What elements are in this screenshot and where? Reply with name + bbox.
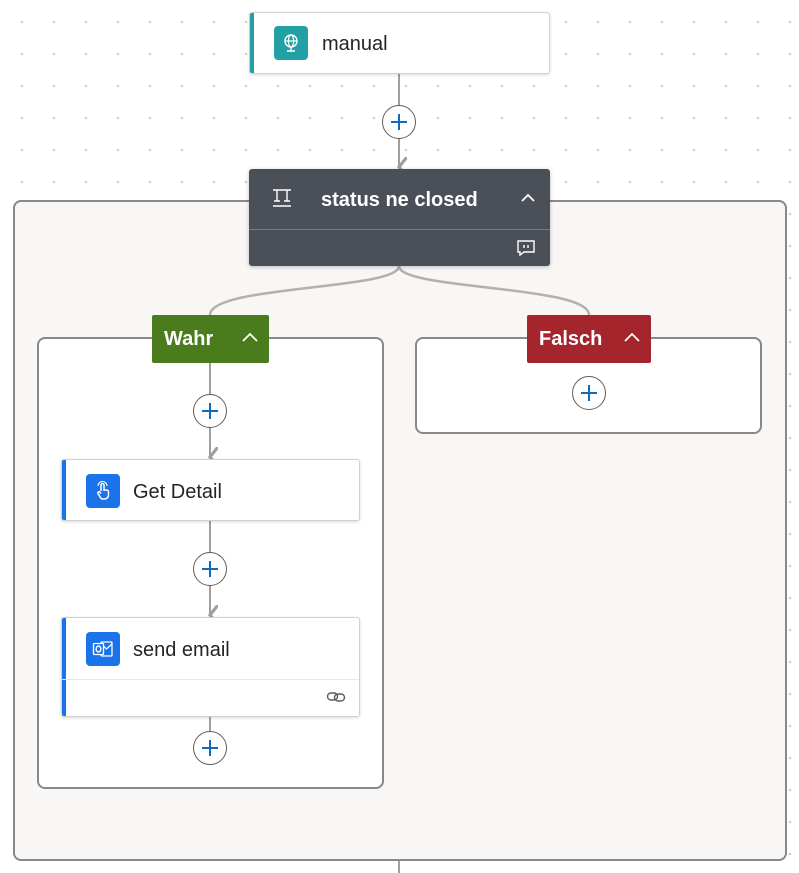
branch-true-label: Wahr	[164, 327, 214, 350]
action-card-send-email[interactable]: send email	[61, 617, 360, 717]
outlook-icon	[86, 632, 120, 666]
branch-false-label: Falsch	[539, 327, 603, 350]
action-title: Get Detail	[133, 481, 222, 503]
branch-false-header[interactable]: Falsch	[527, 315, 651, 363]
action-divider	[62, 679, 359, 680]
add-step-button-middle[interactable]	[193, 552, 227, 586]
action-accent	[62, 618, 66, 716]
plus-icon	[391, 114, 407, 130]
add-step-button-true-bottom[interactable]	[193, 731, 227, 765]
plus-icon	[202, 561, 218, 577]
add-step-button-false[interactable]	[572, 376, 606, 410]
add-step-button[interactable]	[382, 105, 416, 139]
condition-divider	[249, 229, 550, 230]
branch-true-header[interactable]: Wahr	[152, 315, 269, 363]
touch-hand-icon	[86, 474, 120, 508]
collapse-chevron-icon[interactable]	[520, 191, 536, 209]
action-accent	[62, 460, 66, 520]
plus-icon	[202, 403, 218, 419]
plus-icon	[202, 740, 218, 756]
globe-icon	[274, 26, 308, 60]
trigger-title: manual	[322, 33, 388, 55]
action-title: send email	[133, 639, 230, 661]
add-step-button-true-top[interactable]	[193, 394, 227, 428]
link-icon[interactable]	[326, 689, 346, 710]
condition-card[interactable]: status ne closed	[249, 169, 550, 266]
collapse-chevron-icon[interactable]	[623, 331, 641, 345]
comment-icon[interactable]	[516, 239, 536, 262]
collapse-chevron-icon[interactable]	[241, 331, 259, 345]
condition-icon	[271, 187, 293, 214]
action-card-get-detail[interactable]: Get Detail	[61, 459, 360, 521]
trigger-accent	[250, 13, 254, 73]
plus-icon	[581, 385, 597, 401]
condition-title: status ne closed	[321, 189, 478, 211]
trigger-card-manual[interactable]: manual	[249, 12, 550, 74]
